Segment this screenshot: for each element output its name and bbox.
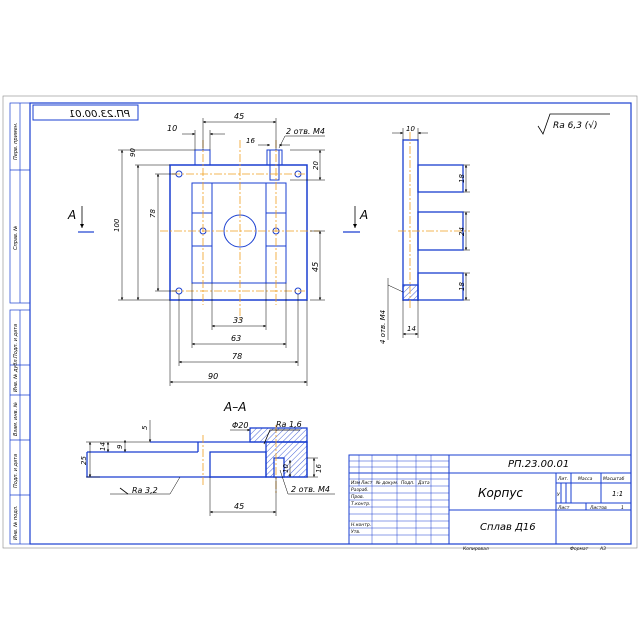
margin-inv-dubl: Инв. № дубл. — [13, 358, 19, 392]
title-block-text: Изм Лист № докум. Подп. Дата Разраб. Про… — [351, 459, 625, 552]
side-view-dimension-lines — [387, 128, 470, 340]
section-dim-9: 9 — [116, 444, 124, 449]
dim-45-right: 45 — [311, 262, 320, 272]
tb-name: Корпус — [478, 486, 523, 500]
tb-col-data: Дата — [417, 480, 430, 486]
thread-note-section: 2 отв. М4 — [291, 485, 330, 494]
section-view — [86, 427, 308, 478]
section-dim-25: 25 — [80, 456, 88, 465]
dim-10-top: 10 — [167, 124, 177, 133]
dim-63: 63 — [231, 334, 241, 343]
title-block-left-grid — [349, 455, 449, 544]
dim-100: 100 — [113, 218, 121, 232]
section-dimension-lines — [86, 420, 335, 516]
tb-format: Формат — [570, 546, 589, 552]
tb-sheets-value: 1 — [621, 505, 624, 511]
side-margin — [9, 102, 31, 545]
section-dim-14: 14 — [99, 442, 107, 451]
roughness-general: Ra 6,3 (√) — [553, 120, 598, 131]
tb-nkontr: Н.контр. — [351, 522, 371, 528]
dim-78-bottom: 78 — [232, 352, 242, 361]
tb-prov: Пров. — [351, 494, 364, 500]
margin-vzam-inv: Взам. инв. № — [13, 402, 19, 436]
section-marker-right: А — [359, 208, 368, 222]
dim-20-right: 20 — [312, 161, 320, 170]
tb-lit: Лит. — [557, 476, 568, 482]
margin-perv-primen: Перв. примен. — [13, 122, 19, 160]
side-dim-18-bottom: 18 — [458, 282, 466, 291]
tb-sheet: Лист — [557, 505, 570, 511]
dim-33: 33 — [233, 316, 243, 325]
section-dim-45: 45 — [234, 502, 244, 511]
dim-90-left: 90 — [129, 148, 137, 157]
tb-sheets: Листов — [589, 505, 607, 511]
drawing-frame — [29, 102, 632, 545]
margin-podp-data-1: Подп. и дата — [13, 324, 19, 358]
dim-45-top: 45 — [234, 112, 244, 121]
title-block-grid — [348, 454, 632, 545]
roughness-bottom: Ra 3,2 — [132, 486, 158, 495]
tb-tkontr: Т.контр. — [351, 501, 371, 507]
dim-16-top: 16 — [246, 137, 255, 145]
dim-90-bottom: 90 — [208, 372, 218, 381]
tb-col-podp: Подп. — [401, 480, 415, 486]
top-view-dimension-values: 45 10 16 2 отв. М4 20 45 100 90 78 33 63… — [113, 112, 325, 381]
mirrored-code: РП.23.00.01 — [69, 109, 130, 120]
margin-sprav-no: Справ. № — [13, 226, 19, 250]
side-margin-labels: Перв. примен. Справ. № Подп. и дата Инв.… — [13, 122, 19, 540]
section-markers: А А — [67, 206, 368, 233]
top-view — [160, 140, 320, 320]
side-view — [402, 139, 464, 301]
roughness-top: Ra 1,6 — [276, 420, 302, 429]
side-view-dimension-values: 10 18 24 18 14 4 отв. М4 — [379, 125, 466, 344]
tb-scale-value: 1:1 — [612, 490, 623, 498]
dim-78-left: 78 — [149, 209, 157, 218]
section-title: А–А — [223, 400, 246, 414]
outer-sheet-border — [2, 95, 638, 549]
roughness-top-symbol — [263, 429, 300, 445]
thread-note-side: 4 отв. М4 — [379, 310, 387, 344]
tb-lit-value: У — [557, 492, 560, 498]
roughness-general-symbol — [537, 113, 610, 135]
tb-kopiroval: Копировал — [463, 546, 489, 552]
section-dim-5: 5 — [141, 425, 149, 430]
tb-format-value: А3 — [599, 546, 606, 552]
tb-code: РП.23.00.01 — [508, 459, 569, 470]
side-view-centerlines — [398, 132, 470, 310]
top-view-dimension-lines — [118, 118, 325, 386]
margin-podp-data-2: Подп. и дата — [13, 454, 19, 488]
tb-utv: Утв. — [351, 529, 360, 535]
diameter-note: Φ20 — [232, 421, 248, 430]
mirrored-code-box — [32, 104, 139, 121]
roughness-bottom-symbol — [119, 487, 129, 495]
side-dim-14: 14 — [407, 325, 416, 333]
tb-material: Сплав Д16 — [480, 522, 536, 533]
section-dim-10: 10 — [282, 464, 290, 473]
side-dim-18-top: 18 — [458, 174, 466, 183]
tb-masshtab: Масштаб — [603, 476, 625, 482]
margin-inv-podl: Инв. № подл. — [13, 506, 19, 541]
tb-col-izm: Изм — [351, 480, 361, 486]
section-dimension-values: 25 14 9 5 45 10 16 Ra 3,2 Ra 1,6 2 отв. … — [80, 420, 330, 511]
tb-razrab: Разраб. — [351, 487, 369, 493]
section-dim-16: 16 — [315, 464, 323, 473]
section-marker-left: А — [67, 208, 76, 222]
tb-col-doc: № докум. — [375, 480, 398, 486]
tb-col-list: Лист — [360, 480, 373, 486]
tb-massa: Масса — [578, 476, 593, 482]
side-dim-24: 24 — [458, 227, 466, 236]
side-dim-10: 10 — [406, 125, 415, 133]
thread-note-top: 2 отв. М4 — [286, 127, 325, 136]
